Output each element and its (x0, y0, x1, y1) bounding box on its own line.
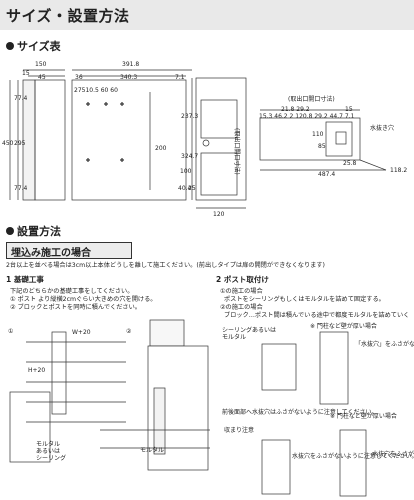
svg-text:水抜穴をふさがないように注意してください。: 水抜穴をふさがないように注意してください。 (372, 450, 414, 458)
svg-text:324.7: 324.7 (181, 153, 198, 160)
svg-text:シーリングあるいは: シーリングあるいは (222, 326, 276, 334)
svg-text:110: 110 (312, 131, 324, 138)
svg-text:H+20: H+20 (28, 367, 45, 374)
page-header: サイズ・設置方法 (0, 0, 414, 30)
svg-text:27510.5 60 60: 27510.5 60 60 (74, 87, 118, 94)
svg-text:237.3: 237.3 (181, 113, 198, 120)
svg-text:※ 門柱など壁が厚い場合: ※ 門柱など壁が厚い場合 (310, 322, 377, 330)
step1-title: 1 基礎工事 (6, 275, 44, 284)
svg-text:15: 15 (345, 106, 353, 113)
svg-text:水抜穴をふさがないように注意してください。: 水抜穴をふさがないように注意してください。 (292, 452, 414, 460)
bullet-icon (6, 42, 14, 50)
dim-150: 150 (35, 61, 47, 68)
svg-text:※ 門柱など壁が厚い場合: ※ 門柱など壁が厚い場合 (330, 412, 397, 420)
step2-title: 2 ポスト取付け (216, 275, 269, 284)
svg-text:①: ① (8, 328, 13, 335)
svg-text:15.3 46.2 2 120.8 29.2 4: 15.3 46.2 2 120.8 29.2 44.7 7.1 (259, 113, 355, 120)
svg-text:100: 100 (180, 168, 192, 175)
svg-text:120: 120 (213, 211, 225, 218)
svg-text:85: 85 (318, 143, 326, 150)
svg-text:(取出口開口寸法): (取出口開口寸法) (233, 128, 241, 175)
svg-text:21.8 29.2: 21.8 29.2 (281, 106, 310, 113)
install-section-title: 設置方法 (6, 223, 61, 239)
svg-text:118.2: 118.2 (390, 167, 407, 174)
dim-391: 391.8 (122, 61, 139, 68)
svg-text:200: 200 (155, 145, 167, 152)
svg-text:36: 36 (75, 74, 83, 81)
svg-text:77.4: 77.4 (14, 95, 28, 102)
svg-text:シーリング: シーリング (36, 454, 66, 462)
svg-text:45: 45 (38, 74, 46, 81)
svg-text:40.4: 40.4 (178, 185, 192, 192)
svg-text:450: 450 (2, 140, 14, 147)
svg-text:340.3: 340.3 (120, 74, 137, 81)
svg-text:25.8: 25.8 (343, 160, 357, 167)
svg-text:前後面部へ水抜穴はふさがないように注意してください。: 前後面部へ水抜穴はふさがないように注意してください。 (222, 408, 378, 416)
svg-text:「水抜穴」をふさがないように注意してください。: 「水抜穴」をふさがないように注意してください。 (355, 340, 414, 348)
bullet-icon (6, 227, 14, 235)
svg-text:(取出口開口寸法): (取出口開口寸法) (288, 95, 335, 103)
svg-text:W+20: W+20 (72, 329, 91, 336)
size-section-title: サイズ表 (6, 38, 61, 54)
svg-text:295: 295 (14, 140, 26, 147)
svg-text:水抜き穴: 水抜き穴 (370, 124, 394, 132)
svg-text:②: ② (126, 328, 132, 335)
svg-text:モルタル: モルタル (36, 440, 60, 448)
svg-text:7.1: 7.1 (175, 74, 185, 81)
svg-text:あるいは: あるいは (36, 448, 60, 455)
svg-text:モルタル: モルタル (222, 333, 246, 341)
svg-text:25: 25 (188, 185, 196, 192)
svg-text:77.4: 77.4 (14, 185, 28, 192)
embed-label-box: 埋込み施工の場合 (6, 242, 132, 259)
svg-text:モルタル: モルタル (140, 446, 164, 454)
svg-text:15: 15 (22, 70, 30, 77)
page-title: サイズ・設置方法 (6, 7, 130, 25)
svg-text:487.4: 487.4 (318, 171, 335, 178)
svg-text:収まり注意: 収まり注意 (224, 426, 254, 434)
note-two-units: 2台以上を並べる場合は3cm以上本体どうしを離して施工ください。(前出しタイプは… (6, 262, 325, 269)
